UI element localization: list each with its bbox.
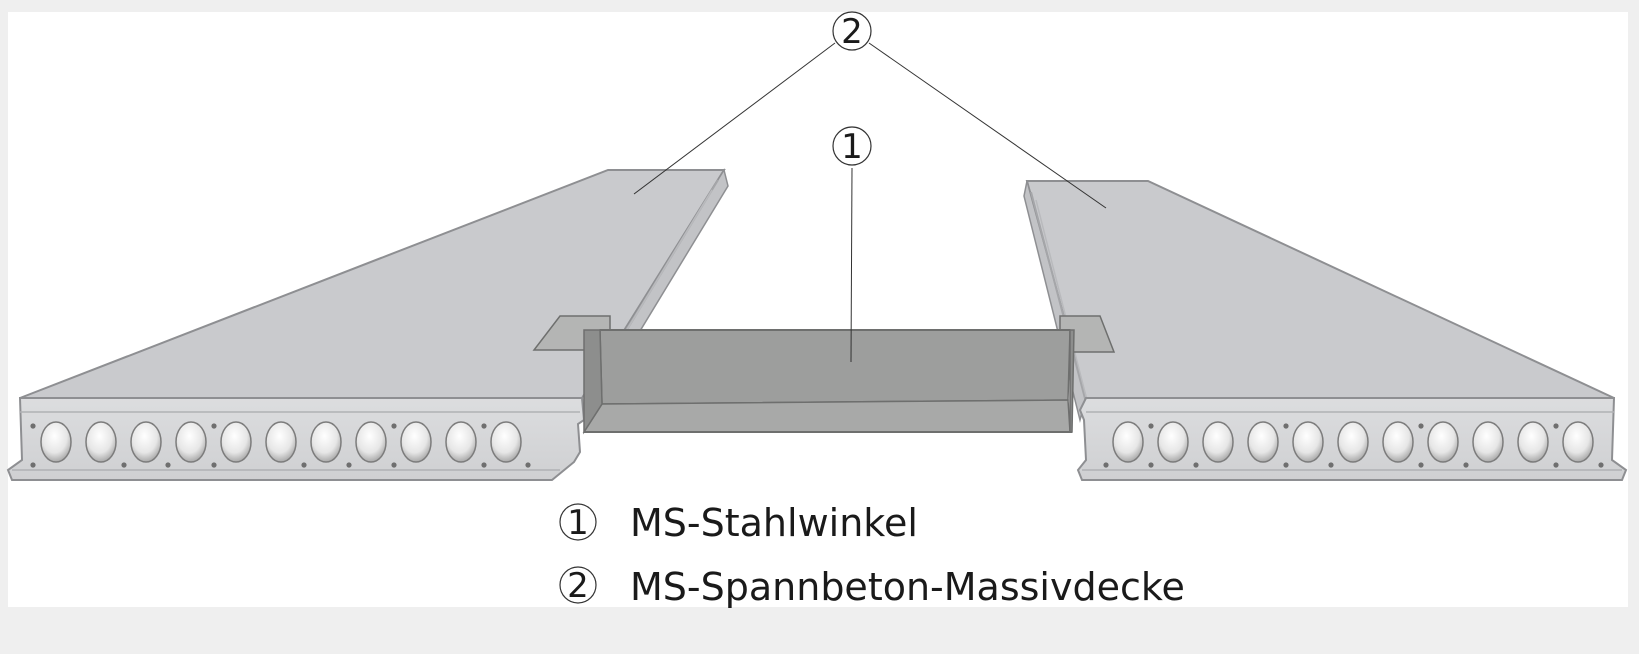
hollow-core xyxy=(400,421,432,463)
steel-angle-left-leg xyxy=(583,329,603,435)
slab-right-hollow-cores xyxy=(1112,421,1594,463)
hollow-core xyxy=(220,421,252,463)
legend: 1 MS-Stahlwinkel 2 MS-Spannbeton-Massivd… xyxy=(559,501,1185,609)
hollow-core xyxy=(1157,421,1189,463)
callout-circle xyxy=(832,126,872,166)
callout-steel-angle: 1 xyxy=(832,126,872,363)
steel-angle-bottom-plate xyxy=(582,399,1071,433)
slab-right-tendons xyxy=(1103,423,1604,468)
hollow-core xyxy=(1472,421,1504,463)
slab-left-tendons xyxy=(30,423,531,468)
hollow-core xyxy=(40,421,72,463)
hollowcore-slab-right xyxy=(1023,180,1628,481)
legend-number-circle xyxy=(559,503,597,541)
steel-angle xyxy=(532,315,1116,435)
hollow-core xyxy=(490,421,522,463)
hollow-core xyxy=(1337,421,1369,463)
legend-number-circle xyxy=(559,566,597,604)
hollow-core xyxy=(355,421,387,463)
leader-line xyxy=(633,42,836,195)
hollow-core xyxy=(310,421,342,463)
leader-line xyxy=(868,42,1107,209)
steel-angle-back-wall xyxy=(599,329,1071,405)
callout-number: 2 xyxy=(841,12,863,52)
hollow-core xyxy=(1562,421,1594,463)
hollow-core xyxy=(445,421,477,463)
callout-hollowcore-slab: 2 xyxy=(633,11,1107,209)
legend-label: MS-Spannbeton-Massivdecke xyxy=(630,565,1185,609)
legend-number: 1 xyxy=(567,503,589,543)
hollow-core xyxy=(130,421,162,463)
hollow-core xyxy=(85,421,117,463)
hollow-core xyxy=(1292,421,1324,463)
leader-line xyxy=(850,167,853,363)
legend-item-hollowcore-slab: 2 MS-Spannbeton-Massivdecke xyxy=(559,565,1185,609)
slab-left-hollow-cores xyxy=(40,421,522,463)
hollow-core xyxy=(175,421,207,463)
hollow-core xyxy=(1247,421,1279,463)
hollow-core xyxy=(1112,421,1144,463)
legend-label: MS-Stahlwinkel xyxy=(630,501,918,545)
legend-number: 2 xyxy=(567,566,589,606)
legend-item-steel-angle: 1 MS-Stahlwinkel xyxy=(559,501,918,545)
hollow-core xyxy=(1427,421,1459,463)
hollow-core xyxy=(1202,421,1234,463)
callout-circle xyxy=(832,11,872,51)
callout-number: 1 xyxy=(841,127,863,167)
hollow-core xyxy=(265,421,297,463)
hollow-core xyxy=(1517,421,1549,463)
hollow-core xyxy=(1382,421,1414,463)
